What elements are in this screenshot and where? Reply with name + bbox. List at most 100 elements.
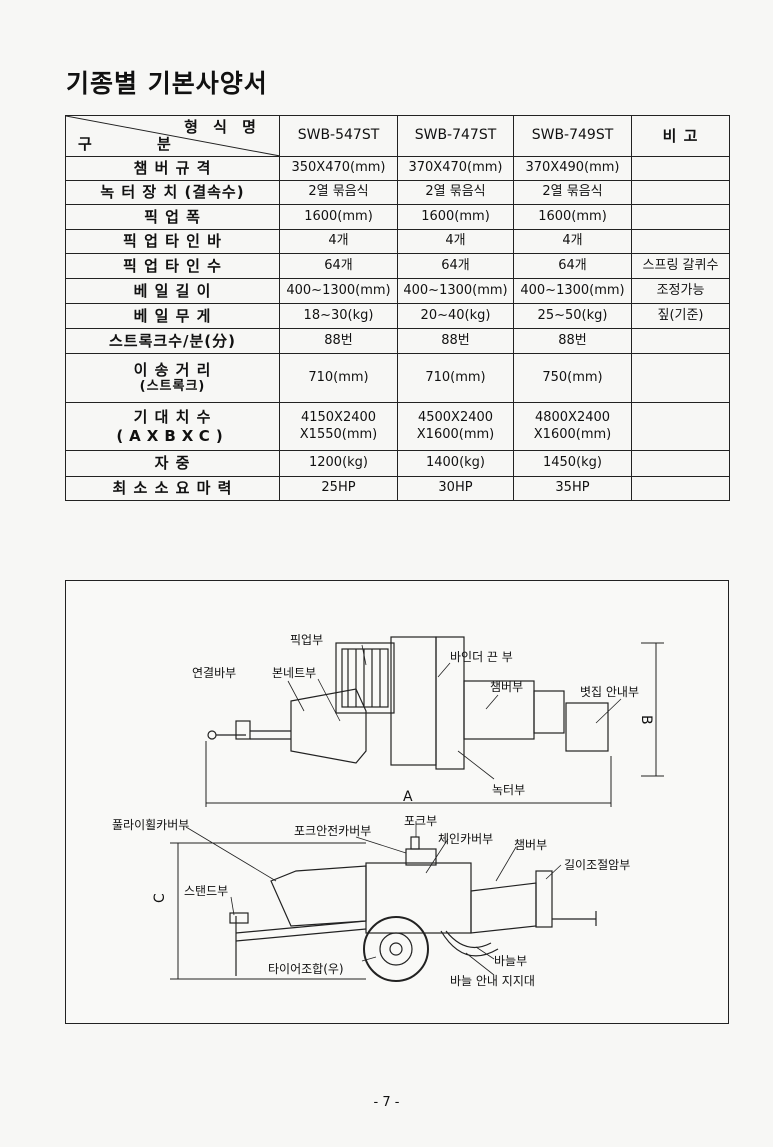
needle [445, 930, 492, 949]
cell-value: 1400(kg) [397, 450, 514, 477]
label-fork: 포크부 [404, 814, 437, 828]
model-header: SWB-749ST [513, 115, 632, 157]
row-label: 베 일 무 게 [65, 303, 280, 329]
label-pickup: 픽업부 [290, 633, 323, 647]
row-label: 베 일 길 이 [65, 278, 280, 304]
cell-value: 20~40(kg) [397, 303, 514, 329]
cell-value-line1: 4500X2400 [417, 410, 494, 426]
label-tire-assembly: 타이어조합(우) [268, 962, 344, 976]
cell-value: 88번 [513, 328, 632, 354]
pickup [335, 642, 395, 714]
cell-remark [631, 156, 730, 181]
cell-value: 2열 묶음식 [397, 180, 514, 205]
label-chain-cover: 체인카버부 [438, 832, 493, 846]
table-row: 최 소 소 요 마 력 25HP 30HP 35HP [65, 476, 730, 501]
cell-value: 4개 [513, 229, 632, 254]
top-view [205, 636, 664, 807]
row-label: 챔 버 규 격 [65, 156, 280, 181]
bale-guide [565, 702, 609, 752]
cell-remark [631, 204, 730, 230]
cell-value: 88번 [279, 328, 398, 354]
cell-value: 88번 [397, 328, 514, 354]
cell-value: 25HP [279, 476, 398, 501]
baler-diagram: 픽업부 바인더 끈 부 연결바부 본네트부 챔버부 볏집 안내부 녹터부 A B… [65, 580, 729, 1024]
cell-value: 64개 [513, 253, 632, 279]
side-view [170, 821, 597, 982]
row-label-sub: (스트록크) [139, 379, 206, 395]
remarks-header: 비 고 [631, 115, 730, 157]
tire [363, 916, 429, 982]
cell-value: 1600(mm) [513, 204, 632, 230]
label-needle-guide-support: 바늘 안내 지지대 [450, 974, 535, 988]
table-row: 챔 버 규 격 350X470(mm) 370X470(mm) 370X490(… [65, 156, 730, 181]
side-body [365, 862, 472, 934]
cell-remark [631, 180, 730, 205]
model-header: SWB-747ST [397, 115, 514, 157]
cell-value: 35HP [513, 476, 632, 501]
label-dim-c: C [152, 893, 168, 903]
cell-value-line1: 4150X2400 [300, 410, 377, 426]
label-length-adjust-arm: 길이조절암부 [564, 858, 630, 872]
cell-remark [631, 450, 730, 477]
row-label-main: 이 송 거 리 [133, 360, 212, 379]
cell-value-line2: X1550(mm) [299, 426, 378, 442]
cell-value: 2열 묶음식 [513, 180, 632, 205]
cell-value: 1600(mm) [279, 204, 398, 230]
length-adjust-arm [535, 870, 553, 928]
label-chamber-top: 챔버부 [490, 679, 523, 694]
cell-value: 25~50(kg) [513, 303, 632, 329]
table-row: 녹 터 장 치 (결속수) 2열 묶음식 2열 묶음식 2열 묶음식 [65, 180, 730, 205]
label-connecting-bar: 연결바부 [192, 666, 236, 680]
side-chamber [470, 882, 537, 934]
table-row: 베 일 무 게 18~30(kg) 20~40(kg) 25~50(kg) 짚(… [65, 303, 730, 329]
cell-value: 370X470(mm) [397, 156, 514, 181]
row-label: 최 소 소 요 마 력 [65, 476, 280, 501]
table-row: 픽 업 타 인 바 4개 4개 4개 [65, 229, 730, 254]
cell-value: 4개 [279, 229, 398, 254]
cell-value: 400~1300(mm) [279, 278, 398, 304]
header-model-name: 형 식 명 [184, 118, 261, 136]
hitch-ring [207, 730, 217, 740]
row-label: 스트록크수/분(分) [65, 328, 280, 354]
cell-value: 370X490(mm) [513, 156, 632, 181]
row-label-main: 기 대 치 수 [133, 407, 212, 426]
cell-value: 4500X2400 X1600(mm) [397, 402, 514, 451]
cell-value: 18~30(kg) [279, 303, 398, 329]
row-label: 기 대 치 수 (AXBXC) [65, 402, 280, 451]
table-row: 스트록크수/분(分) 88번 88번 88번 [65, 328, 730, 354]
table-row: 자 중 1200(kg) 1400(kg) 1450(kg) [65, 450, 730, 477]
label-needle: 바늘부 [494, 954, 527, 968]
row-label: 자 중 [65, 450, 280, 477]
cell-value: 400~1300(mm) [397, 278, 514, 304]
label-stand: 스탠드부 [184, 884, 228, 898]
header-category: 구 분 [78, 135, 201, 154]
row-label: 픽 업 타 인 수 [65, 253, 280, 279]
page-number: - 7 - [373, 1095, 400, 1110]
row-label: 픽 업 타 인 바 [65, 229, 280, 254]
table-row: 이 송 거 리 (스트록크) 710(mm) 710(mm) 750(mm) [65, 353, 730, 403]
label-pulley-cover: 풀라이휠카버부 [112, 818, 189, 832]
pulley-cover [270, 865, 367, 927]
table-row: 픽 업 타 인 수 64개 64개 64개 스프링 갈퀴수 [65, 253, 730, 279]
diagonal-line [66, 116, 279, 156]
cell-value: 1200(kg) [279, 450, 398, 477]
page-title: 기종별 기본사양서 [66, 69, 268, 98]
table-row: 베 일 길 이 400~1300(mm) 400~1300(mm) 400~13… [65, 278, 730, 304]
cell-value: 710(mm) [397, 353, 514, 403]
table-row: 기 대 치 수 (AXBXC) 4150X2400 X1550(mm) 4500… [65, 402, 730, 451]
cell-value-line2: X1600(mm) [416, 426, 495, 442]
cell-value: 30HP [397, 476, 514, 501]
baler-drawing: 픽업부 바인더 끈 부 연결바부 본네트부 챔버부 볏집 안내부 녹터부 A B… [112, 633, 664, 988]
cell-value-line2: X1600(mm) [533, 426, 612, 442]
cell-remark: 스프링 갈퀴수 [631, 253, 730, 279]
cell-remark [631, 229, 730, 254]
cell-remark: 조정가능 [631, 278, 730, 304]
cell-value: 4개 [397, 229, 514, 254]
row-label: 녹 터 장 치 (결속수) [65, 180, 280, 205]
spec-table: 형 식 명 구 분 SWB-547ST SWB-747ST SWB-749ST … [65, 115, 730, 501]
label-binder: 바인더 끈 부 [450, 650, 513, 664]
hitch-bracket [235, 720, 251, 740]
main-body [390, 636, 437, 766]
model-header: SWB-547ST [279, 115, 398, 157]
cell-remark [631, 328, 730, 354]
